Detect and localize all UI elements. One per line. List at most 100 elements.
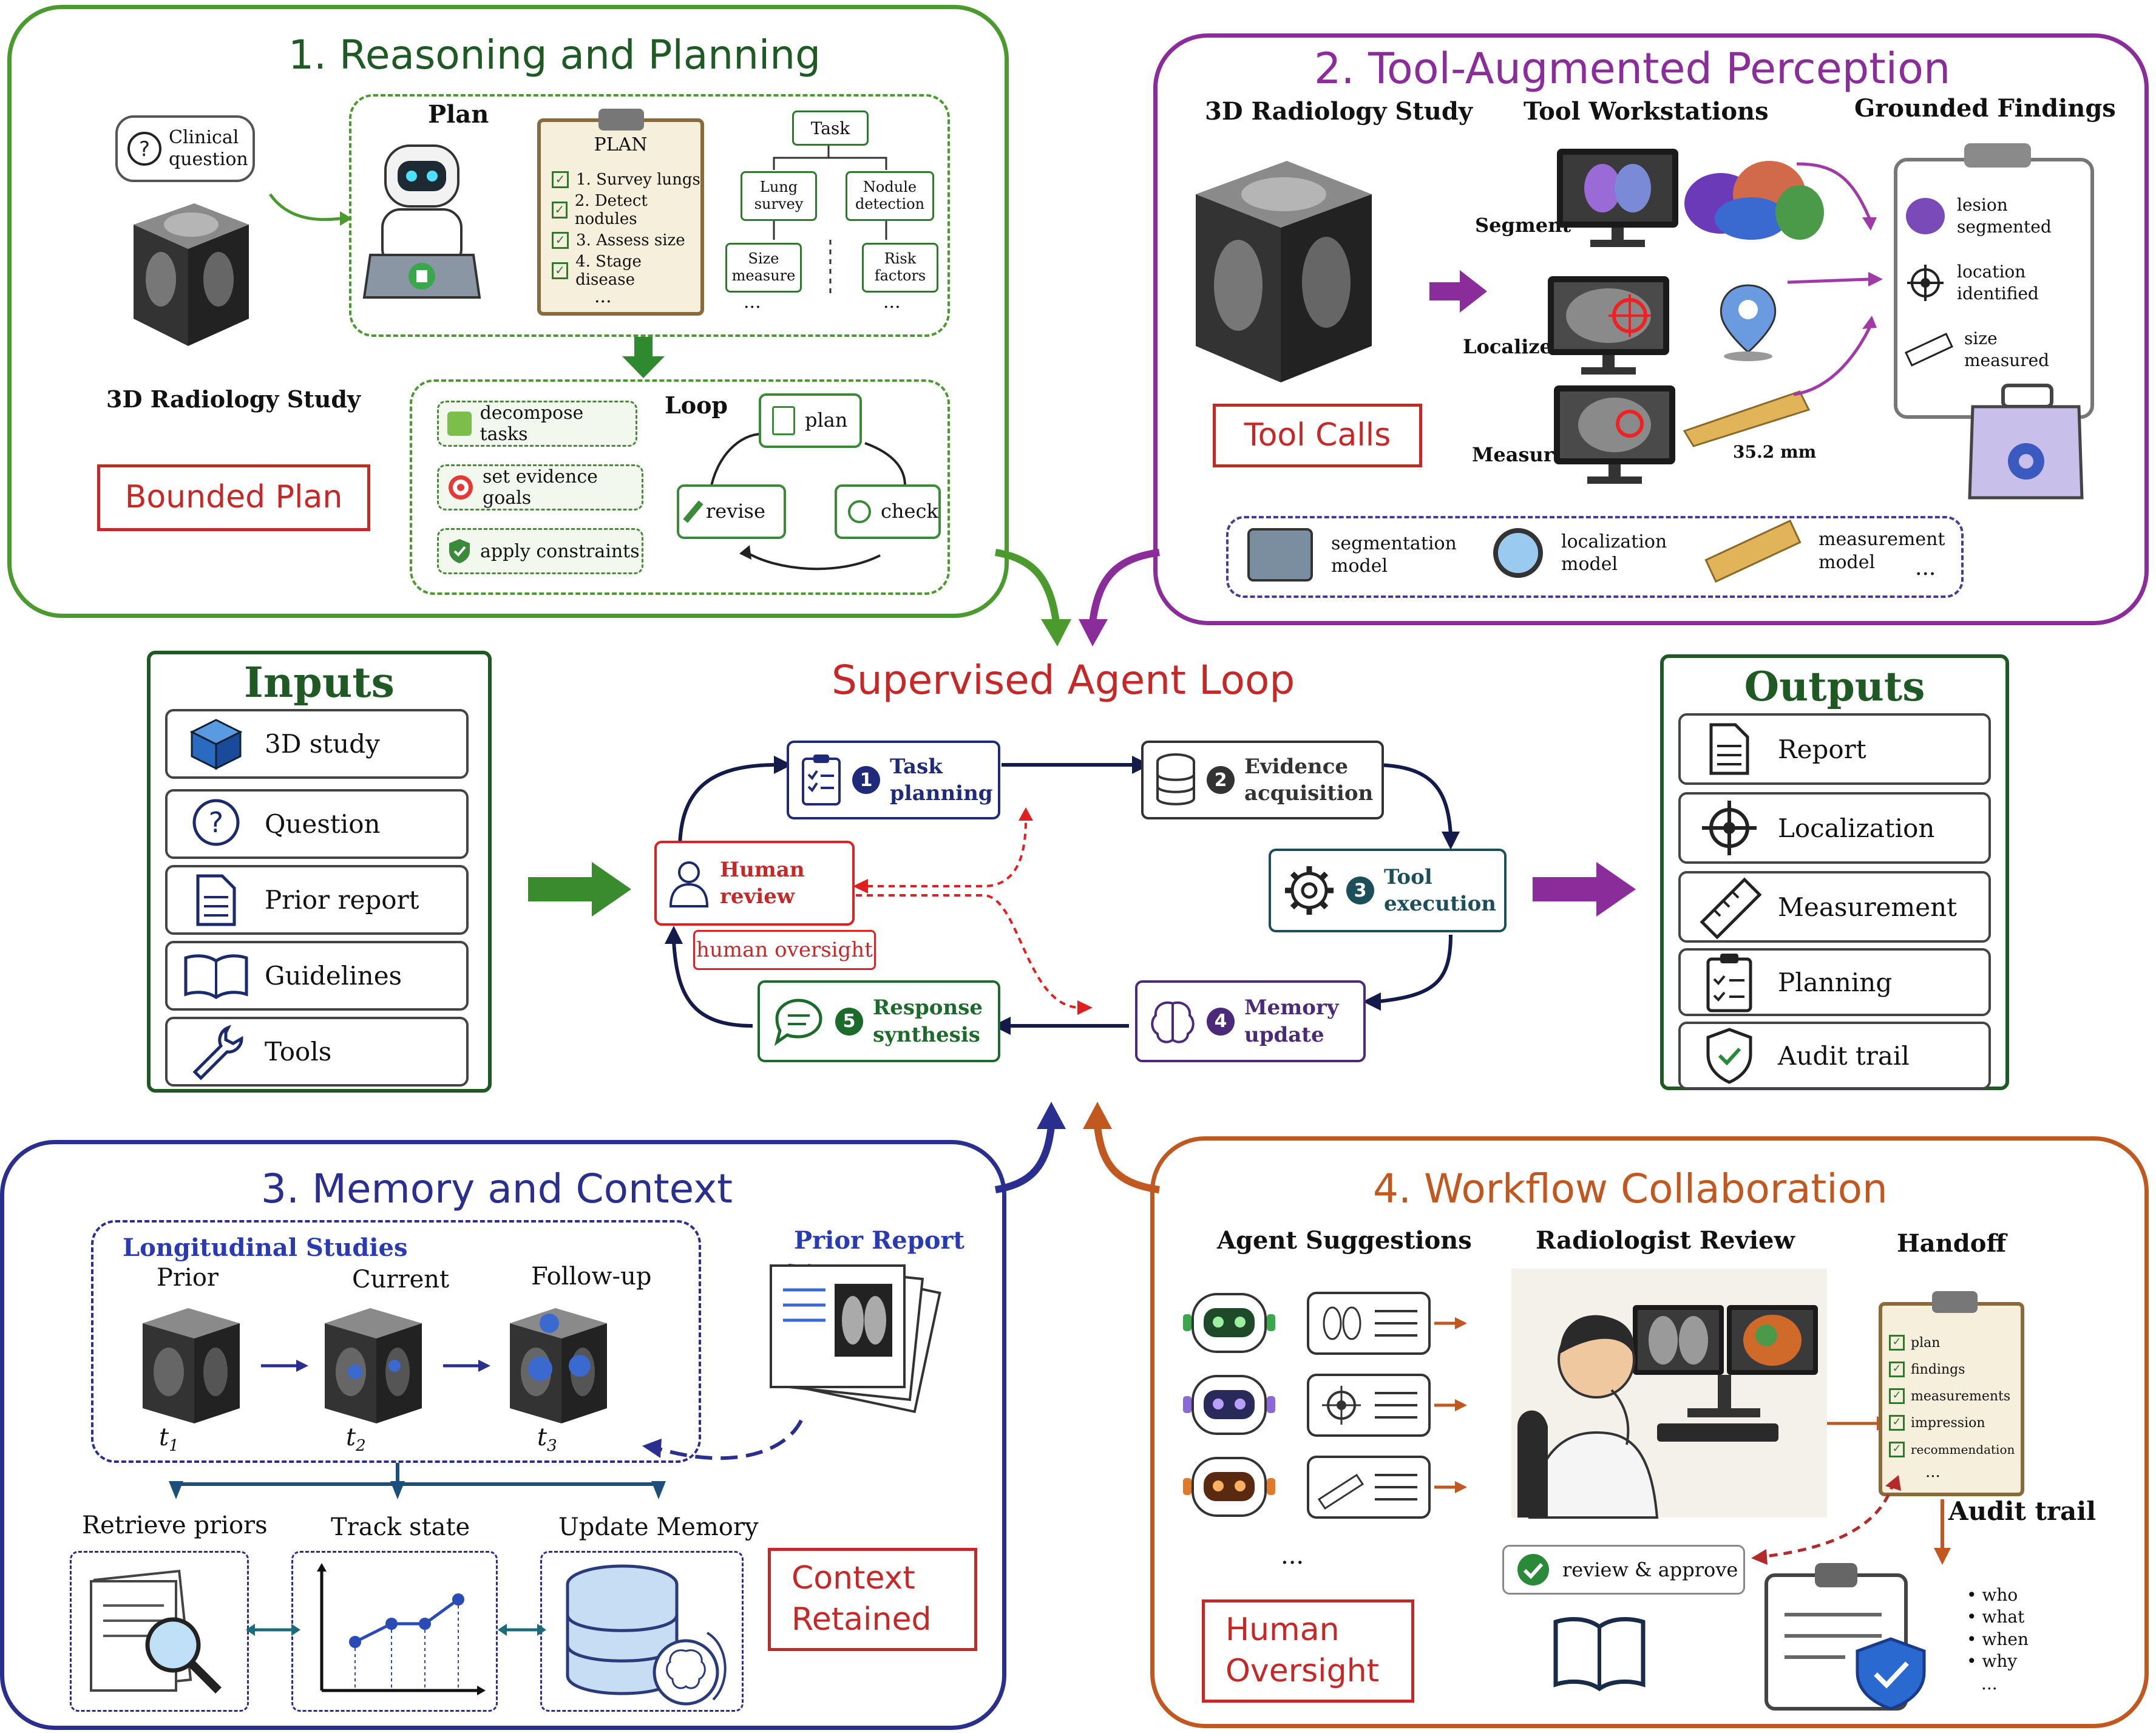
plan-item: ✓ 2. Detect nodules (552, 192, 700, 228)
checkbox-icon: ✓ (1889, 1335, 1905, 1351)
clinical-question-label: Clinical question (169, 127, 248, 170)
human-oversight-label: human oversight (693, 930, 876, 970)
panel-tool-perception (1153, 33, 2149, 625)
loop-node-plan: plan (759, 393, 862, 448)
agent-robot-green-icon (1183, 1293, 1275, 1353)
retrieve-priors-icon (90, 1569, 222, 1694)
panel1-title: 1. Reasoning and Planning (288, 32, 821, 78)
timepoint-label: Current (352, 1266, 450, 1294)
document-icon (1709, 723, 1749, 775)
radiology-cube-icon (1196, 161, 1372, 382)
toolbox-icon (1247, 528, 1313, 582)
plan-item: ✓ 1. Survey lungs (552, 164, 700, 195)
handoff-item: ✓recommendation (1889, 1436, 2015, 1463)
svg-text:?: ? (209, 806, 223, 839)
robot-laptop-icon (362, 144, 481, 299)
tool-calls-badge: Tool Calls (1213, 404, 1422, 467)
handoff-item: ✓impression (1889, 1409, 2015, 1436)
time-index: t3 (537, 1423, 557, 1455)
review-approve-button[interactable]: review & approve (1502, 1545, 1745, 1595)
database-icon (1156, 753, 1195, 805)
output-row: Localization (1678, 792, 1991, 864)
model-segmentation: segmentation model (1247, 528, 1465, 582)
findings-arrows (1787, 162, 1883, 396)
clipboard-icon (772, 406, 795, 435)
brain-icon (1151, 1001, 1195, 1043)
timepoint-label: Follow-up (531, 1263, 652, 1290)
tree-leaf: Risk factors (862, 243, 938, 293)
question-icon: ? (127, 132, 161, 166)
agent-robot-purple-icon (1183, 1375, 1275, 1435)
action-label: Update Memory (558, 1513, 759, 1541)
chat-bubble-icon (774, 998, 822, 1046)
checkbox-icon: ✓ (552, 171, 569, 188)
suggestion-card-ruler-icon (1307, 1456, 1431, 1519)
center-bottom-arrows (994, 1102, 1160, 1193)
loop-node-revise: revise (677, 484, 786, 539)
center-top-arrows (995, 549, 1160, 646)
book-icon (1553, 1617, 1646, 1692)
model-strip (1226, 516, 1964, 598)
finding-location: location identified (1906, 261, 2048, 305)
magnifier-icon (1493, 528, 1543, 578)
loop-step-evidence: 2 Evidence acquisition (1141, 741, 1384, 819)
panel2-title: 2. Tool-Augmented Perception (1314, 44, 1951, 93)
tool-label-localize: Localize (1463, 335, 1552, 358)
toolbox-gear-icon (1968, 384, 2084, 500)
study-label: 3D Radiology Study (106, 385, 361, 413)
output-row: Report (1678, 713, 1991, 785)
input-row: Prior report (165, 865, 469, 935)
bidirectional-arrow (246, 1624, 300, 1636)
panel2-col-header: Grounded Findings (1854, 94, 2116, 123)
suggestion-card-target-icon (1307, 1374, 1431, 1437)
panel4-title: 4. Workflow Collaboration (1373, 1165, 1888, 1212)
panel-reasoning-planning (7, 5, 1009, 618)
tree-child: Nodule detection (846, 171, 934, 221)
timepoint-label: Prior (157, 1264, 219, 1292)
plan-item: ✓ 3. Assess size (552, 225, 700, 256)
cube-follow-up (510, 1308, 607, 1423)
action-label: Retrieve priors (82, 1511, 268, 1539)
audit-heading: Audit trail (1948, 1496, 2097, 1526)
clinical-question-bubble: ? Clinical question (115, 115, 255, 182)
audit-item: • who (1967, 1585, 2018, 1605)
time-index: t2 (346, 1423, 366, 1455)
plan-item: ✓ 4. Stage disease (552, 253, 700, 289)
handoff-item: ✓plan (1889, 1329, 2015, 1356)
cube-current (325, 1308, 422, 1423)
step-number: 3 (1346, 877, 1374, 904)
plan-list: ✓ 1. Survey lungs ✓ 2. Detect nodules ✓ … (552, 164, 700, 307)
audit-clipboard-shield-icon (1764, 1563, 1926, 1711)
checklist-icon (802, 755, 841, 805)
question-arrow (268, 193, 352, 226)
loop-heading: Loop (665, 392, 728, 419)
panel4-col-header: Handoff (1897, 1229, 2007, 1258)
checkbox-icon: ✓ (552, 202, 568, 219)
prior-report-heading: Prior Report (794, 1226, 964, 1255)
pencil-icon (683, 500, 703, 523)
radiologist-review-scene (1511, 1269, 1827, 1519)
loop-step-task-planning: 1 Task planning (787, 741, 1000, 819)
step-number: 2 (1207, 766, 1235, 794)
tree-root: Task (792, 110, 869, 146)
clipboard-clip (598, 109, 644, 131)
panel2-col-header: 3D Radiology Study (1205, 97, 1473, 126)
doctor-icon (669, 861, 709, 907)
pill-set-evidence-goals: set evidence goals (437, 464, 643, 510)
check-circle-icon (1517, 1554, 1549, 1585)
crosshair-icon (1702, 801, 1757, 855)
output-row: Measurement (1678, 871, 1991, 943)
plan-more: ... (594, 286, 612, 307)
input-row: ? Question (165, 789, 469, 859)
model-localization: localization model (1493, 528, 1695, 578)
plan-clipboard: PLAN ✓ 1. Survey lungs ✓ 2. Detect nodul… (537, 109, 704, 316)
plan-box (349, 94, 950, 337)
handoff-more: ... (1925, 1463, 1941, 1481)
audit-item: • why (1967, 1651, 2018, 1672)
location-pin-icon (1720, 284, 1777, 361)
database-brain-icon (566, 1564, 727, 1706)
inputs-arrow (528, 862, 631, 917)
radiology-cube-icon (134, 203, 249, 346)
agent-suggestions (1183, 1292, 1467, 1519)
